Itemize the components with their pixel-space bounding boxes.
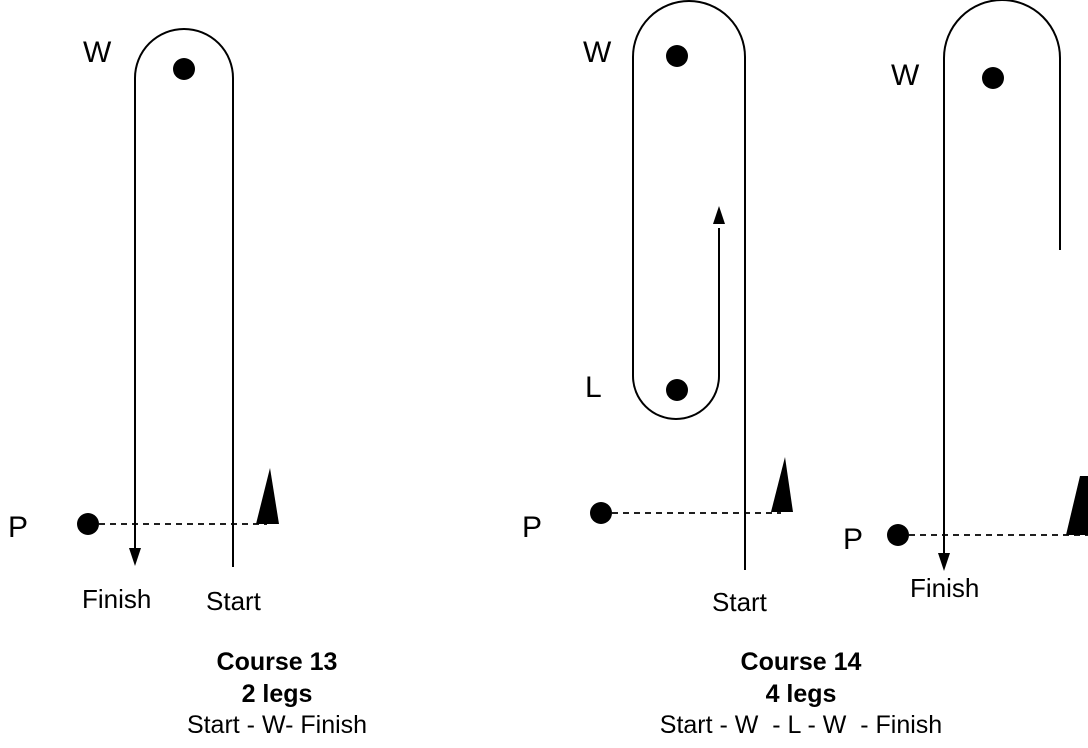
course-13-pin-mark: [77, 513, 99, 535]
course-13-start-label: Start: [206, 586, 262, 616]
course-13-windward-label: W: [83, 36, 112, 69]
course-13-caption: Course 13 2 legs Start - W- Finish: [187, 648, 367, 739]
course-14-title: Course 14: [741, 648, 862, 676]
course-14-windward-label-1: W: [583, 36, 612, 69]
course-14-diagram-first-part: W L P Start: [522, 0, 793, 617]
course-13-finish-label: Finish: [82, 584, 151, 614]
course-14-upwind-arrow: [713, 206, 725, 224]
course-14-path-first: [632, 0, 746, 570]
course-14-committee-boat-1: [771, 457, 793, 512]
course-14-pin-label-2: P: [843, 523, 863, 556]
course-13-finish-arrow: [129, 548, 141, 566]
course-13-windward-mark: [173, 58, 195, 80]
course-14-committee-boat-2: [1066, 476, 1088, 535]
course-14-diagram-second-part: W P Finish: [843, 0, 1088, 603]
course-14-windward-mark-1: [666, 45, 688, 67]
course-14-finish-label: Finish: [910, 573, 979, 603]
course-14-route: Start - W - L - W - Finish: [660, 711, 942, 739]
course-13-legs: 2 legs: [242, 680, 313, 708]
course-14-legs: 4 legs: [766, 680, 837, 708]
course-13-pin-label: P: [8, 511, 28, 544]
course-14-windward-label-2: W: [891, 59, 920, 92]
course-13-committee-boat: [256, 468, 279, 524]
course-13-diagram: W P Finish Start: [8, 28, 279, 616]
course-14-caption: Course 14 4 legs Start - W - L - W - Fin…: [660, 648, 942, 739]
course-14-pin-mark-2: [887, 524, 909, 546]
course-13-route: Start - W- Finish: [187, 711, 367, 739]
course-14-pin-mark-1: [590, 502, 612, 524]
course-14-pin-label-1: P: [522, 511, 542, 544]
course-14-path-second: [943, 0, 1061, 565]
course-14-leeward-label: L: [585, 371, 602, 404]
course-14-leeward-mark: [666, 379, 688, 401]
course-13-title: Course 13: [217, 648, 338, 676]
course-14-windward-mark-2: [982, 67, 1004, 89]
course-14-start-label: Start: [712, 587, 768, 617]
course-13-path: [134, 28, 234, 567]
course-14-finish-arrow: [938, 553, 950, 571]
